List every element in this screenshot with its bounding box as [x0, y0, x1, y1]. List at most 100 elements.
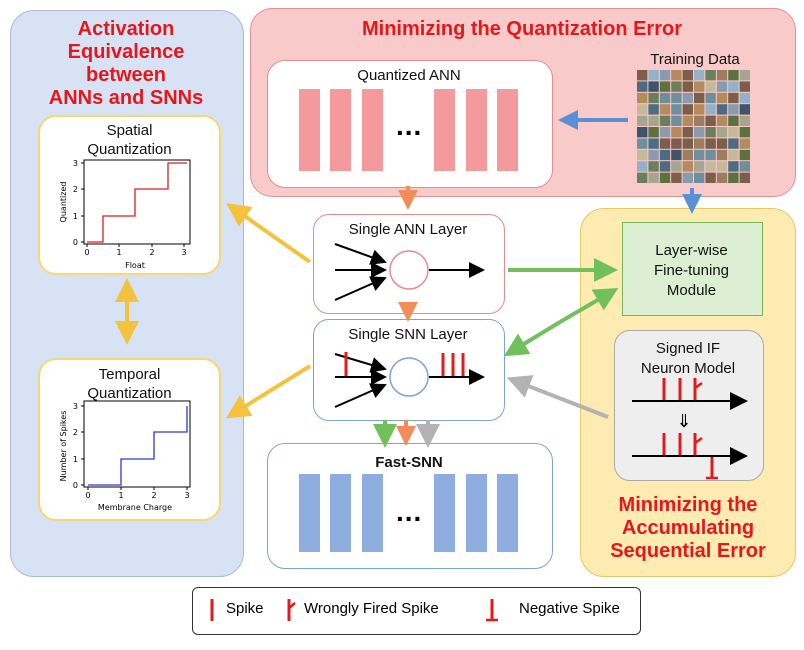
plot-ticks: [81, 162, 185, 247]
fine-tuning-module-label: Layer-wise Fine-tuning Module: [622, 241, 761, 301]
y-axis-label: Quantized: [59, 182, 68, 223]
training-image-thumbnail: [648, 104, 659, 115]
training-image-thumbnail: [671, 161, 682, 172]
ann-neuron-circle: [389, 250, 429, 290]
module-to-snn-arrow: [503, 320, 562, 357]
training-image-thumbnail: [682, 149, 693, 161]
training-image-thumbnail: [728, 138, 739, 149]
training-image-thumbnail: [694, 172, 705, 183]
single-snn-layer-label: Single SNN Layer: [348, 326, 468, 343]
snn-ellipsis: ...: [396, 496, 423, 527]
training-image-thumbnail: [637, 92, 648, 104]
spatial-quantization-title: Spatial Quantization: [40, 121, 219, 159]
signed-if-spike-trains: ⇓: [632, 378, 748, 480]
training-image-thumbnail: [739, 104, 750, 115]
training-image-thumbnail: [637, 70, 648, 81]
y-tick-label: 0: [73, 481, 78, 490]
snn-neuron-diagram: [334, 352, 485, 408]
training-image-thumbnail: [671, 70, 682, 81]
x-tick-label: 1: [116, 248, 121, 257]
training-image-thumbnail: [694, 149, 705, 161]
title-line: Quantization: [87, 141, 172, 158]
label-line: Neuron Model: [640, 360, 736, 377]
plot-frame: [83, 400, 191, 488]
x-tick-label: 2: [151, 491, 156, 500]
training-image-thumbnail: [671, 149, 682, 161]
training-image-thumbnail: [716, 81, 728, 92]
neuron-to-snn-arrow: [506, 375, 609, 419]
training-image-thumbnail: [682, 127, 693, 138]
y-tick-label: 2: [73, 428, 78, 437]
training-image-thumbnail: [659, 161, 671, 172]
fast-snn-label: Fast-SNN: [375, 454, 443, 471]
x-tick-label: 0: [85, 491, 90, 500]
training-image-thumbnail: [728, 161, 739, 172]
y-tick-label: 2: [73, 185, 78, 194]
training-image-thumbnail: [694, 138, 705, 149]
snn-neuron-circle: [389, 357, 429, 397]
snn-to-module-arrow: [558, 287, 619, 324]
y-tick-label: 1: [73, 212, 78, 221]
training-image-thumbnail: [705, 161, 716, 172]
temporal-quantization-title: Temporal Quantization: [40, 365, 219, 403]
training-image-thumbnail: [637, 161, 648, 172]
training-image-thumbnail: [716, 127, 728, 138]
training-image-thumbnail: [705, 70, 716, 81]
title-line: Minimizing the: [618, 494, 758, 516]
x-tick-label: 3: [184, 491, 189, 500]
x-tick-label: 1: [118, 491, 123, 500]
training-image-thumbnail: [694, 115, 705, 126]
x-tick-label: 0: [84, 248, 89, 257]
training-image-thumbnail: [739, 161, 750, 172]
y-tick-label: 1: [73, 455, 78, 464]
label-line: Signed IF: [655, 340, 721, 357]
training-image-thumbnail: [705, 172, 716, 183]
sequential-error-title: Minimizing the Accumulating Sequential E…: [582, 494, 794, 563]
training-image-thumbnail: [739, 92, 750, 104]
label-line: Fine-tuning: [653, 262, 730, 279]
training-image-thumbnail: [671, 81, 682, 92]
title-line: between: [85, 64, 167, 86]
training-image-thumbnail: [716, 149, 728, 161]
y-axis-label: Number of Spikes: [59, 411, 68, 482]
training-image-thumbnail: [728, 127, 739, 138]
snn-layer-bar: [330, 474, 351, 552]
ann-layer-bar: [497, 89, 518, 171]
legend-wrong-spike-label: Wrongly Fired Spike: [304, 600, 439, 617]
training-image-thumbnail: [648, 138, 659, 149]
single-ann-layer-label: Single ANN Layer: [348, 221, 468, 238]
training-image-thumbnail: [694, 104, 705, 115]
y-tick-label: 3: [73, 159, 78, 168]
training-image-thumbnail: [716, 161, 728, 172]
training-image-thumbnail: [694, 161, 705, 172]
training-image-thumbnail: [637, 81, 648, 92]
training-image-thumbnail: [648, 172, 659, 183]
plot-frame: [83, 159, 191, 245]
label-line: Module: [666, 282, 717, 299]
training-data-label: Training Data: [650, 51, 740, 68]
title-line: Activation: [77, 18, 175, 40]
training-image-thumbnail: [694, 81, 705, 92]
training-image-thumbnail: [728, 115, 739, 126]
title-line: Quantization: [87, 385, 172, 402]
training-image-thumbnail: [739, 70, 750, 81]
training-image-thumbnail: [739, 172, 750, 183]
training-image-thumbnail: [682, 70, 693, 81]
training-image-thumbnail: [637, 104, 648, 115]
legend-markers: [210, 599, 498, 622]
training-image-thumbnail: [671, 127, 682, 138]
y-tick-label: 3: [73, 402, 78, 411]
training-image-thumbnail: [659, 92, 671, 104]
legend-box: [192, 587, 641, 635]
training-image-thumbnail: [659, 149, 671, 161]
training-image-thumbnail: [671, 115, 682, 126]
training-image-thumbnail: [659, 115, 671, 126]
training-image-thumbnail: [694, 127, 705, 138]
x-axis-label: Float: [125, 261, 145, 270]
activation-equivalence-title: Activation Equivalence between ANNs and …: [20, 18, 232, 110]
training-image-thumbnail: [637, 115, 648, 126]
training-image-thumbnail: [637, 138, 648, 149]
training-image-thumbnail: [739, 138, 750, 149]
quantized-ann-label: Quantized ANN: [357, 67, 461, 84]
